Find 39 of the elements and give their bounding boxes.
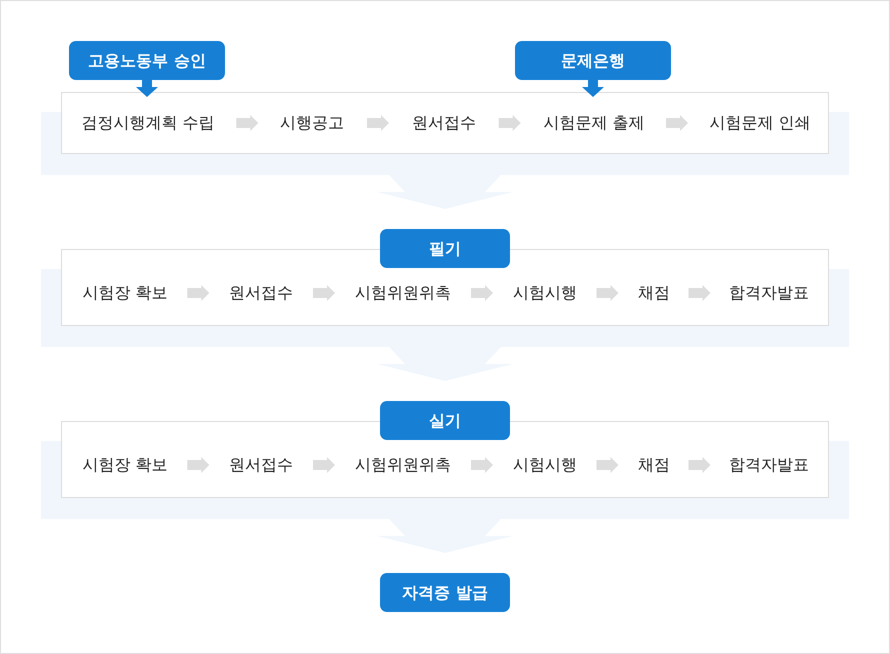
arrow	[471, 457, 493, 473]
badge: 자격증 발급	[380, 573, 510, 612]
step-label: 시험장 확보	[82, 455, 168, 475]
step-label: 검정시행계획 수립	[81, 113, 215, 133]
arrow	[688, 457, 710, 473]
arrow	[582, 80, 604, 97]
step-label: 원서접수	[229, 283, 293, 303]
arrow	[498, 115, 521, 131]
step-label: 합격자발표	[729, 283, 809, 303]
step-label: 시험시행	[513, 455, 577, 475]
step-label: 원서접수	[412, 113, 476, 133]
arrow	[236, 115, 258, 131]
step-label: 시험문제 출제	[543, 113, 645, 133]
step-label: 원서접수	[229, 455, 293, 475]
arrow	[136, 80, 158, 97]
step-label: 시험문제 인쇄	[709, 113, 811, 133]
badge: 고용노동부 승인	[69, 41, 225, 80]
step-label: 시행공고	[280, 113, 344, 133]
step-label: 채점	[638, 455, 670, 475]
step-label: 시험위원위촉	[355, 455, 451, 475]
badge: 실기	[380, 401, 510, 440]
step-label: 시험장 확보	[82, 283, 168, 303]
badge: 필기	[380, 229, 510, 268]
arrow	[688, 285, 710, 301]
arrow	[596, 285, 618, 301]
arrow	[313, 285, 335, 301]
step-label: 시험시행	[513, 283, 577, 303]
arrow	[471, 285, 493, 301]
badge: 문제은행	[515, 41, 671, 80]
arrow	[666, 115, 688, 131]
arrow	[367, 115, 389, 131]
step-label: 시험위원위촉	[355, 283, 451, 303]
arrow	[187, 457, 210, 473]
arrow	[187, 285, 210, 301]
arrow	[313, 457, 335, 473]
panel	[61, 92, 829, 154]
arrow	[596, 457, 618, 473]
step-label: 채점	[638, 283, 670, 303]
step-label: 합격자발표	[729, 455, 809, 475]
